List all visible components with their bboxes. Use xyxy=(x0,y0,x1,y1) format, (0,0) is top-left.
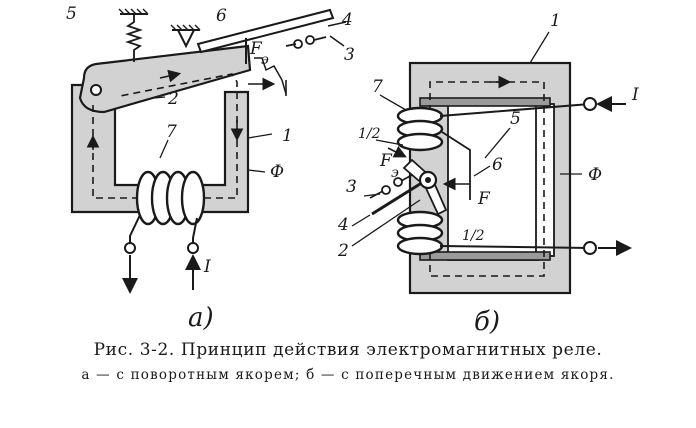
contact-arm-a xyxy=(196,8,335,54)
terminal-a-left xyxy=(124,242,136,254)
relay-diagram: 5 6 4 3 2 1 7 F э Ф I а) xyxy=(66,4,639,337)
label-b-current: I xyxy=(631,85,639,105)
label-b-contacts: 3 xyxy=(346,177,357,197)
coil-b-top xyxy=(396,106,444,152)
terminal-b-bottom xyxy=(583,241,597,255)
caption-title: Рис. 3-2. Принцип действия электромагнит… xyxy=(93,340,603,360)
label-b-half-top: 1/2 xyxy=(358,126,381,142)
label-a-force-sub: э xyxy=(261,52,269,68)
label-b-armature: 2 xyxy=(337,241,349,261)
label-b-flux: Ф xyxy=(588,165,602,185)
label-b-force: F xyxy=(379,151,393,171)
contact-b-2 xyxy=(393,177,403,187)
label-b-force-right: F xyxy=(477,189,491,209)
label-b-contact-arm: 4 xyxy=(337,215,349,235)
coil-a xyxy=(135,170,206,226)
caption-subtitle: а — с поворотным якорем; б — с поперечны… xyxy=(81,367,615,383)
contact-b-1 xyxy=(381,185,391,195)
armature-bar-b xyxy=(535,103,555,257)
label-b-force-sub: э xyxy=(391,165,399,181)
contact-a-2 xyxy=(305,35,315,45)
label-b-pivot: 6 xyxy=(492,155,503,175)
terminal-b-top xyxy=(583,97,597,111)
terminal-a-right xyxy=(187,242,199,254)
subfigure-b-label: б) xyxy=(474,307,500,337)
label-a-armature: 2 xyxy=(167,89,179,109)
label-b-spring: 5 xyxy=(510,109,521,129)
label-a-stop: 6 xyxy=(216,6,227,26)
pivot-a xyxy=(90,84,102,96)
flux-path-b xyxy=(429,81,545,277)
contact-arm-b xyxy=(371,182,421,216)
label-a-force: F xyxy=(249,39,263,59)
label-a-contacts: 3 xyxy=(344,45,355,65)
label-b-half-bottom: 1/2 xyxy=(462,228,485,244)
label-b-core: 1 xyxy=(550,11,561,31)
stop-a xyxy=(177,29,195,49)
label-a-current: I xyxy=(203,257,211,277)
subfigure-a-label: а) xyxy=(188,303,214,333)
subfigure-b: 1 7 1/2 F э 5 6 F 3 4 2 1/2 Ф I б) xyxy=(337,11,639,337)
subfigure-a: 5 6 4 3 2 1 7 F э Ф I а) xyxy=(66,4,355,333)
label-a-core: 1 xyxy=(282,126,293,146)
spring-a xyxy=(125,14,143,62)
label-a-flux: Ф xyxy=(270,162,284,182)
label-b-coil: 7 xyxy=(372,77,383,97)
label-a-coil: 7 xyxy=(166,122,177,142)
label-a-contact-arm: 4 xyxy=(341,10,353,30)
coil-b-bottom xyxy=(396,210,444,256)
label-a-spring: 5 xyxy=(66,4,77,24)
